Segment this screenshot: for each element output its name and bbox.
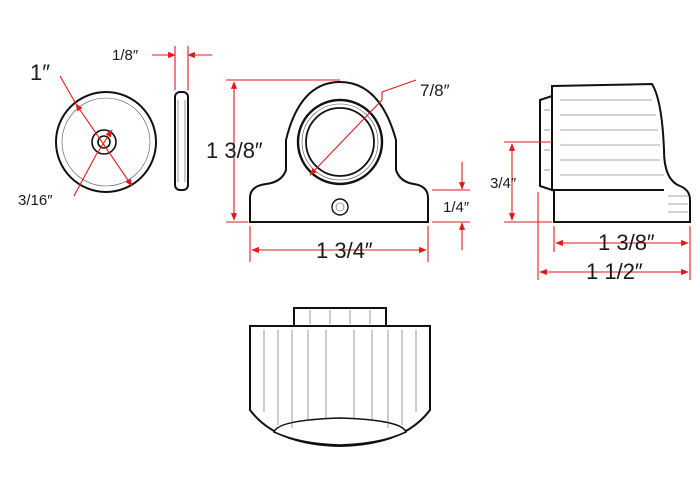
side-overall-label: 1 1/2″ — [586, 259, 643, 284]
side-depth-label: 1 3/8″ — [598, 230, 655, 255]
front-height-dimension: 1 3/8″ — [206, 79, 340, 223]
disc-diameter-dimension: 1″ — [30, 60, 133, 187]
front-height-label: 1 3/8″ — [206, 138, 263, 163]
stop-front-view — [249, 80, 429, 223]
stop-bottom-view — [249, 307, 431, 448]
bore-diameter-dimension: 7/8″ — [309, 79, 450, 176]
disc-diameter-label: 1″ — [30, 60, 50, 85]
side-height-label: 3/4″ — [490, 175, 517, 192]
front-width-label: 1 3/4″ — [316, 238, 373, 263]
stop-side-view — [539, 82, 691, 223]
disc-edge-view — [174, 91, 189, 191]
side-depth-dimension: 1 3/8″ — [553, 226, 691, 280]
bore-diameter-label: 7/8″ — [420, 81, 450, 100]
disc-thickness-dimension: 1/8″ — [112, 46, 212, 90]
disc-front-view — [55, 91, 157, 193]
side-overall-dimension: 1 1/2″ — [537, 192, 689, 284]
front-width-dimension: 1 3/4″ — [249, 226, 429, 263]
base-height-dimension: 1/4″ — [432, 162, 470, 250]
disc-thickness-label: 1/8″ — [112, 47, 139, 64]
disc-hole-label: 3/16″ — [18, 192, 53, 209]
base-height-label: 1/4″ — [443, 199, 470, 216]
disc-hole-dimension: 3/16″ — [18, 129, 113, 209]
side-height-dimension: 3/4″ — [490, 141, 552, 223]
